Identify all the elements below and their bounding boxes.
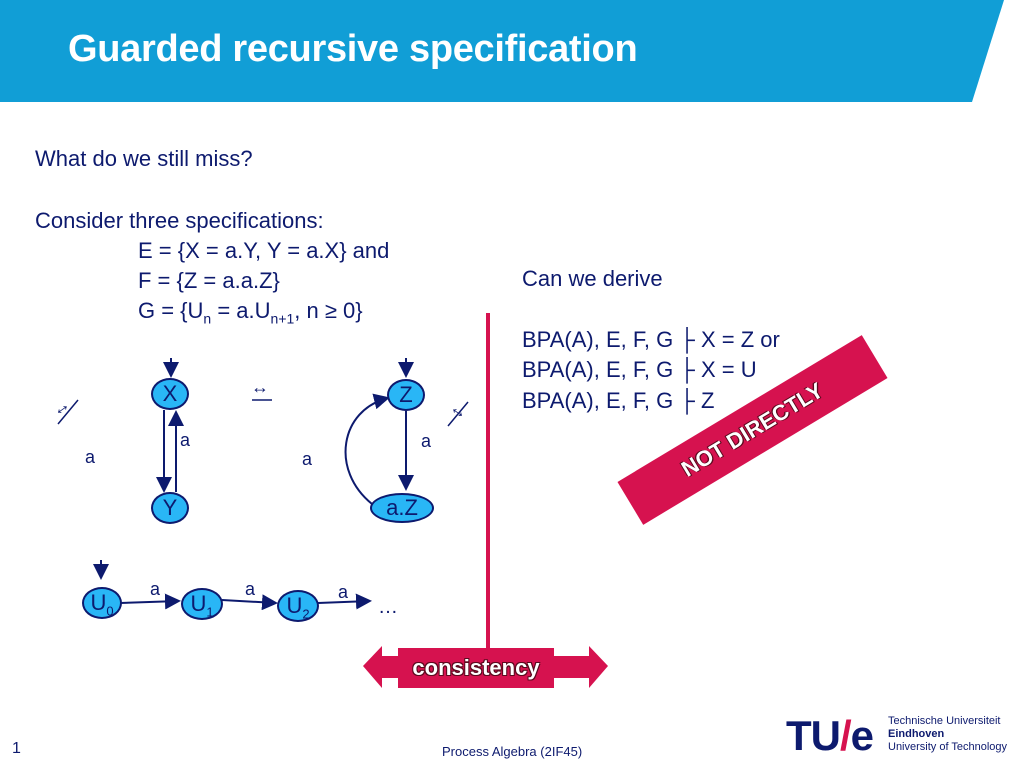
node-u0: U0 bbox=[82, 587, 122, 619]
tue-logo: TU/e bbox=[786, 712, 874, 759]
edge-label: a bbox=[421, 431, 432, 451]
edge-label: a bbox=[150, 579, 161, 599]
derive-line-1: BPA(A), E, F, G ├ X = Z or bbox=[522, 327, 780, 352]
node-u1: U1 bbox=[181, 588, 223, 620]
edge-label: a bbox=[302, 449, 313, 469]
derive-line-2: BPA(A), E, F, G ├ X = U bbox=[522, 357, 757, 382]
node-x: X bbox=[151, 378, 189, 410]
edge-label: a bbox=[338, 582, 349, 602]
page-number: 1 bbox=[12, 740, 21, 757]
question-text: What do we still miss? bbox=[35, 146, 253, 171]
spec-g: G = {Un = a.Un+1, n ≥ 0} bbox=[138, 298, 363, 327]
edge-label: a bbox=[180, 430, 191, 450]
node-z: Z bbox=[387, 379, 425, 411]
node-y: Y bbox=[151, 492, 189, 524]
edge-label: a bbox=[245, 579, 256, 599]
course-name: Process Algebra (2IF45) bbox=[442, 744, 583, 759]
derive-heading: Can we derive bbox=[522, 266, 663, 291]
spec-f: F = {Z = a.a.Z} bbox=[138, 268, 280, 293]
university-name: Technische Universiteit Eindhoven Univer… bbox=[888, 715, 1008, 753]
node-u2: U2 bbox=[277, 590, 319, 622]
consistency-arrow-right bbox=[554, 646, 608, 688]
node-az: a.Z bbox=[370, 493, 434, 523]
derive-line-3: BPA(A), E, F, G ├ Z bbox=[522, 388, 715, 413]
consistency-stamp: consistency bbox=[398, 648, 554, 688]
edge-label: a bbox=[85, 447, 96, 467]
consider-text: Consider three specifications: bbox=[35, 208, 324, 233]
slide-title: Guarded recursive specification bbox=[68, 28, 638, 70]
consistency-arrow-left bbox=[363, 646, 398, 688]
ellipsis: … bbox=[378, 596, 398, 618]
spec-e: E = {X = a.Y, Y = a.X} and bbox=[138, 238, 390, 263]
bisim-symbol: ↔ bbox=[251, 377, 269, 397]
header-band bbox=[0, 0, 1004, 102]
